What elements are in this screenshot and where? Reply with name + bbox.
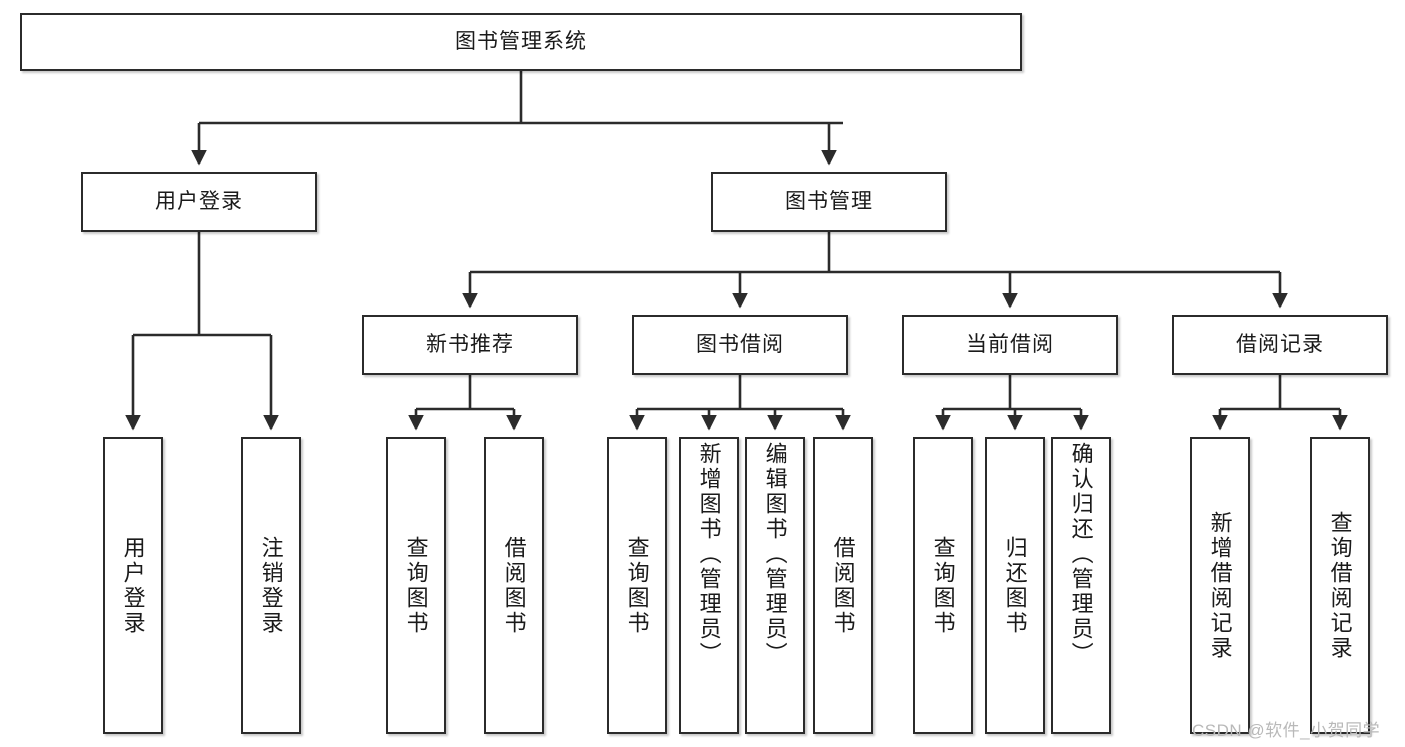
node-leaf-query-book-borrow[interactable]: 查询图书 <box>607 437 667 734</box>
node-root[interactable]: 图书管理系统 <box>20 13 1022 71</box>
node-leaf-logout-label: 注销登录 <box>258 535 284 636</box>
node-borrow-record-label: 借阅记录 <box>1236 332 1324 356</box>
node-leaf-confirm-return-label: 确认归还（管理员） <box>1068 442 1094 667</box>
node-leaf-query-book-rec[interactable]: 查询图书 <box>386 437 446 734</box>
node-leaf-query-record-label: 查询借阅记录 <box>1327 510 1353 661</box>
node-leaf-add-book-label: 新增图书（管理员） <box>696 442 722 667</box>
node-leaf-borrow-book-rec[interactable]: 借阅图书 <box>484 437 544 734</box>
node-leaf-confirm-return[interactable]: 确认归还（管理员） <box>1051 437 1111 734</box>
node-leaf-return-book-label: 归还图书 <box>1002 535 1028 636</box>
node-book-borrow[interactable]: 图书借阅 <box>632 315 848 375</box>
node-root-label: 图书管理系统 <box>455 29 587 53</box>
node-leaf-query-record[interactable]: 查询借阅记录 <box>1310 437 1370 734</box>
node-user-login-label: 用户登录 <box>155 189 243 213</box>
node-leaf-add-book[interactable]: 新增图书（管理员） <box>679 437 739 734</box>
node-leaf-edit-book-label: 编辑图书（管理员） <box>762 442 788 667</box>
node-book-borrow-label: 图书借阅 <box>696 332 784 356</box>
node-user-login[interactable]: 用户登录 <box>81 172 317 232</box>
node-leaf-logout[interactable]: 注销登录 <box>241 437 301 734</box>
watermark: CSDN @软件_小贺同学 <box>1192 721 1381 740</box>
node-leaf-return-book[interactable]: 归还图书 <box>985 437 1045 734</box>
node-leaf-query-book-rec-label: 查询图书 <box>403 535 429 636</box>
node-leaf-edit-book[interactable]: 编辑图书（管理员） <box>745 437 805 734</box>
node-new-book-recommend[interactable]: 新书推荐 <box>362 315 578 375</box>
node-book-manage-label: 图书管理 <box>785 189 873 213</box>
node-leaf-borrow-book-rec-label: 借阅图书 <box>501 535 527 636</box>
node-leaf-add-record[interactable]: 新增借阅记录 <box>1190 437 1250 734</box>
node-current-borrow-label: 当前借阅 <box>966 332 1054 356</box>
node-leaf-borrow-book-label: 借阅图书 <box>830 535 856 636</box>
node-leaf-query-book-cur[interactable]: 查询图书 <box>913 437 973 734</box>
node-book-manage[interactable]: 图书管理 <box>711 172 947 232</box>
node-leaf-borrow-book[interactable]: 借阅图书 <box>813 437 873 734</box>
node-leaf-user-login-label: 用户登录 <box>120 535 146 636</box>
node-leaf-user-login[interactable]: 用户登录 <box>103 437 163 734</box>
node-leaf-add-record-label: 新增借阅记录 <box>1207 510 1233 661</box>
node-borrow-record[interactable]: 借阅记录 <box>1172 315 1388 375</box>
node-leaf-query-book-cur-label: 查询图书 <box>930 535 956 636</box>
node-leaf-query-book-borrow-label: 查询图书 <box>624 535 650 636</box>
node-current-borrow[interactable]: 当前借阅 <box>902 315 1118 375</box>
node-new-book-recommend-label: 新书推荐 <box>426 332 514 356</box>
